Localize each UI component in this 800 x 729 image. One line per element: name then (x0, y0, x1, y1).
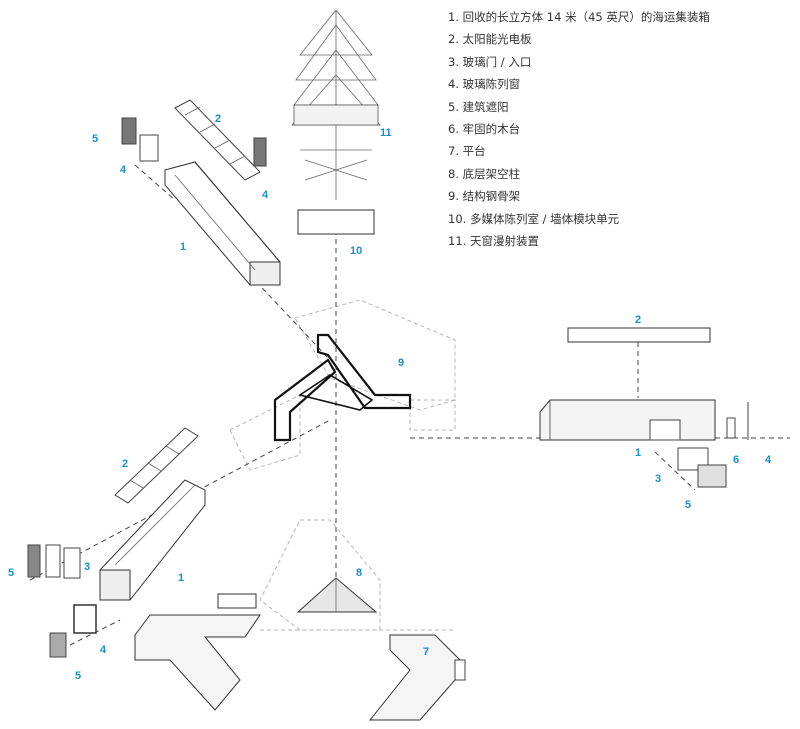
legend-item: 10. 多媒体陈列室 / 墙体模块单元 (448, 211, 620, 226)
callout-platform: 7 (423, 646, 429, 658)
skylight-diffuser (291, 9, 381, 200)
callout-container-lower: 1 (178, 572, 184, 584)
legend-item: 8. 底层架空柱 (448, 166, 521, 181)
container-right (539, 399, 716, 441)
door-lower (63, 547, 81, 579)
media-room-module (297, 209, 375, 235)
window-upper-left (139, 134, 159, 162)
callout-solar-right: 2 (635, 314, 641, 326)
callout-door-lower: 3 (84, 561, 90, 573)
callout-solar-lower: 2 (122, 458, 128, 470)
legend-item: 9. 结构钢骨架 (448, 189, 521, 204)
callout-window-upper-right: 4 (262, 189, 269, 201)
steel-frame (273, 333, 412, 442)
legend-item: 5. 建筑遮阳 (448, 99, 509, 114)
legend-item: 3. 玻璃门 / 入口 (448, 54, 532, 69)
platform-left (134, 614, 261, 711)
pilotis-support (296, 577, 378, 613)
callout-container-upper: 1 (180, 241, 186, 253)
callout-shade-lower-top: 5 (8, 567, 14, 579)
shade-right (697, 464, 727, 488)
deck-right (726, 417, 736, 439)
ghost-building-outline (229, 299, 456, 631)
callout-shade-right: 5 (685, 499, 691, 511)
legend-item: 4. 玻璃陈列窗 (448, 77, 521, 92)
window-lower-left (45, 544, 61, 578)
solar-panel-right (567, 327, 711, 343)
callout-shade-lower: 5 (75, 670, 81, 682)
solar-panel-upper (174, 99, 261, 181)
callout-door-right: 3 (655, 473, 661, 485)
callout-pilotis: 8 (356, 567, 362, 579)
legend-item: 1. 回收的长立方体 14 米（45 英尺）的海运集装箱 (448, 10, 710, 24)
legend-item: 7. 平台 (448, 144, 486, 159)
legend-item: 6. 牢固的木台 (448, 121, 521, 136)
shade-lower-top (27, 544, 41, 578)
window-upper-right (253, 137, 267, 167)
legend-item: 11. 天窗漫射装置 (448, 233, 539, 248)
callout-shade-upper: 5 (92, 133, 98, 145)
shade-lower (49, 632, 67, 658)
solar-panel-lower (114, 427, 199, 504)
platform-steps (454, 659, 466, 681)
lower-box-module (217, 593, 257, 609)
callout-window-upper-left: 4 (120, 164, 127, 176)
callout-window-lower: 4 (100, 644, 107, 656)
callout-deck-right: 6 (733, 454, 739, 466)
legend-list: 1. 回收的长立方体 14 米（45 英尺）的海运集装箱 2. 太阳能光电板 3… (448, 6, 793, 252)
container-lower-left (99, 479, 206, 601)
callout-container-right: 1 (635, 447, 641, 459)
legend-item: 2. 太阳能光电板 (448, 32, 532, 47)
window-lower (73, 604, 97, 634)
platform-right (368, 634, 466, 721)
callout-solar-upper: 2 (215, 113, 221, 125)
callout-media-room: 10 (350, 245, 362, 257)
callout-skylight: 11 (380, 127, 392, 139)
container-upper-left (164, 161, 281, 286)
callout-steel-frame: 9 (398, 357, 404, 369)
callout-window-right: 4 (765, 454, 772, 466)
shade-upper (121, 117, 137, 145)
